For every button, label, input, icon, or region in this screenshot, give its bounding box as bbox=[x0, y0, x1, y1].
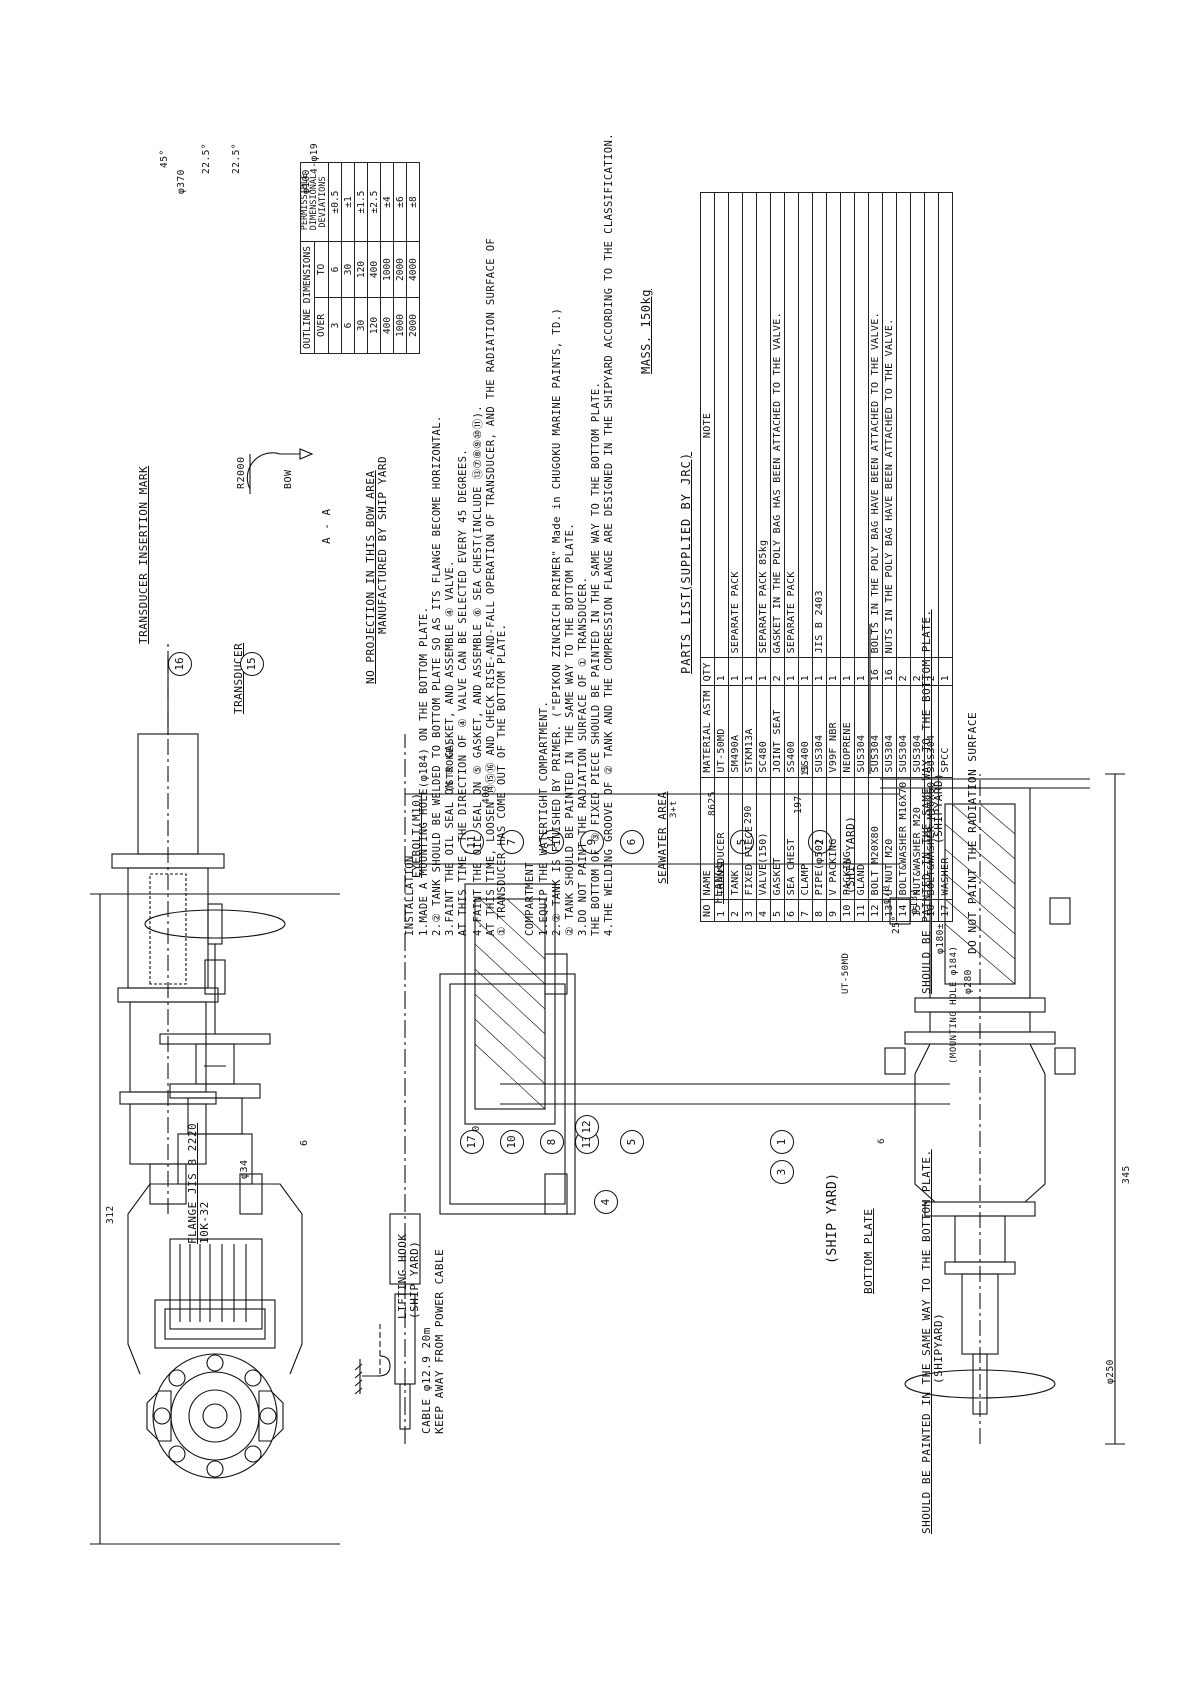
compartment-line: 2.② TANK IS FINISHED BY PRIMER. ("EPIKON… bbox=[551, 307, 563, 936]
callout-bubble: 4 bbox=[594, 1190, 618, 1214]
compartment-line: 4.THE WELDING GROOVE OF ② TANK AND THE C… bbox=[603, 133, 615, 936]
compartment-line: THE BOTTOM OF ③ FIXED PIECE SHOULD BE PA… bbox=[590, 381, 602, 936]
installation-line: 2.② TANK SHOULD BE WELDED TO BOTTOM PLAT… bbox=[431, 415, 443, 936]
transducer-insertion-mark-label: TRANSDUCER INSERTION MARK bbox=[137, 465, 150, 644]
tolerance-table: OUTLINE DIMENSIONS PERMISSIBLE DIMENSION… bbox=[300, 162, 420, 354]
top-view-valve bbox=[90, 893, 391, 1545]
r2000-label: R2000 bbox=[236, 456, 247, 489]
side-section bbox=[239, 734, 950, 1444]
dim-225a: 22.5° bbox=[201, 142, 212, 174]
bow-label: BOW bbox=[283, 469, 294, 489]
compartment-title: COMPARTMENT bbox=[524, 862, 536, 936]
no-projection-sub-label: MANUFACTURED BY SHIP YARD bbox=[376, 455, 389, 634]
dim-180: φ180± bbox=[935, 922, 946, 954]
tolerance-sub-to: TO bbox=[314, 241, 329, 298]
do-not-paint-label: DO NOT PAINT THE RADIATION SURFACE bbox=[966, 711, 979, 954]
compartment-line: 1.EQUIP THE WATERTIGHT COMPARTMENT. bbox=[538, 700, 550, 936]
installation-title: INSTALLATION bbox=[404, 855, 416, 936]
ship-yard-left-label: (SHIP YARD) bbox=[825, 1172, 840, 1264]
six-label: 6 bbox=[299, 1139, 310, 1146]
dim-225b: 22.5° bbox=[231, 142, 242, 174]
dia34-label: φ34 bbox=[239, 1159, 250, 1179]
callout-bubble: 8 bbox=[540, 1130, 564, 1154]
dim-370: φ370 bbox=[176, 169, 187, 194]
table-header-row: NO NAME MATERIAL ASTM QTY NOTE bbox=[700, 192, 715, 922]
tolerance-sub-over: OVER bbox=[314, 297, 329, 354]
parts-list-title: PARTS LIST(SUPPLIED BY JRC) bbox=[679, 451, 693, 674]
section-aa bbox=[246, 448, 314, 494]
bottom-plate-label: BOTTOM PLATE bbox=[862, 1208, 875, 1294]
dim-345: 345 bbox=[1121, 1165, 1132, 1184]
installation-line: 3.FAINT THE OIL SEAL ON ⑤ GASKET, AND AS… bbox=[444, 560, 456, 936]
callout-bubble: 10 bbox=[500, 1130, 524, 1154]
dim-184: (MOUNTING HOLE φ184) bbox=[949, 945, 959, 1064]
insertion-mark-view bbox=[111, 644, 225, 1214]
lifting-hook-sub-label: (SHIP YARD) bbox=[408, 1240, 421, 1319]
painted-note-1b: (SHIPYARD) bbox=[932, 1312, 945, 1384]
installation-line: ① TRANSDUCER HAS COME OUT OF THE BOTTOM … bbox=[496, 623, 508, 936]
dim-45deg: 45° bbox=[159, 149, 170, 168]
callout-bubble: 1 bbox=[770, 1130, 794, 1154]
compartment-line: 3.DO NOT PAINT THE RADIATION SURFACE OF … bbox=[577, 576, 589, 936]
dim-6: 6 bbox=[877, 1138, 887, 1144]
callout-bubble: 5 bbox=[620, 1130, 644, 1154]
callout-bubble: 17 bbox=[460, 1130, 484, 1154]
compartment-line: ② TANK SHOULD BE PAINTED IN THE SAME WAY… bbox=[564, 522, 576, 936]
callout-bubble: 15 bbox=[240, 652, 264, 676]
flange-jis-sub-label: 10K-32 bbox=[198, 1201, 211, 1244]
callout-bubble: 3 bbox=[770, 1160, 794, 1184]
installation-line: 1.MADE A MOUNTING HOLE(φ184) ON THE BOTT… bbox=[418, 606, 430, 936]
dim-3t: 3+t bbox=[669, 800, 679, 818]
installation-line: AT THIS TIME, THE DIRECTION OF ④ VALVE C… bbox=[457, 448, 469, 936]
mass-label: MASS. 150kg bbox=[639, 289, 653, 374]
cable-label: CABLE φ12.9 20m bbox=[420, 1327, 433, 1434]
tolerance-header-deviation: PERMISSIBLE DIMENSIONAL DEVIATIONS bbox=[300, 162, 329, 242]
valve-sea-chest-section bbox=[869, 624, 1125, 1445]
cable-sub-label: KEEP AWAY FROM POWER CABLE bbox=[433, 1248, 446, 1434]
dim-250: φ250 bbox=[1105, 1359, 1116, 1384]
callout-bubble: 16 bbox=[168, 652, 192, 676]
callout-bubble: 6 bbox=[620, 830, 644, 854]
tolerance-header-outline: OUTLINE DIMENSIONS bbox=[300, 241, 315, 354]
dim-280: φ280 bbox=[963, 969, 974, 994]
dim-312: 312 bbox=[105, 1205, 116, 1224]
callout-bubble: 12 bbox=[575, 1115, 599, 1139]
transducer-label: TRANSDUCER bbox=[232, 642, 245, 714]
section-aa-label: A - A bbox=[320, 508, 333, 544]
model-label: UT-50MD bbox=[841, 952, 851, 994]
